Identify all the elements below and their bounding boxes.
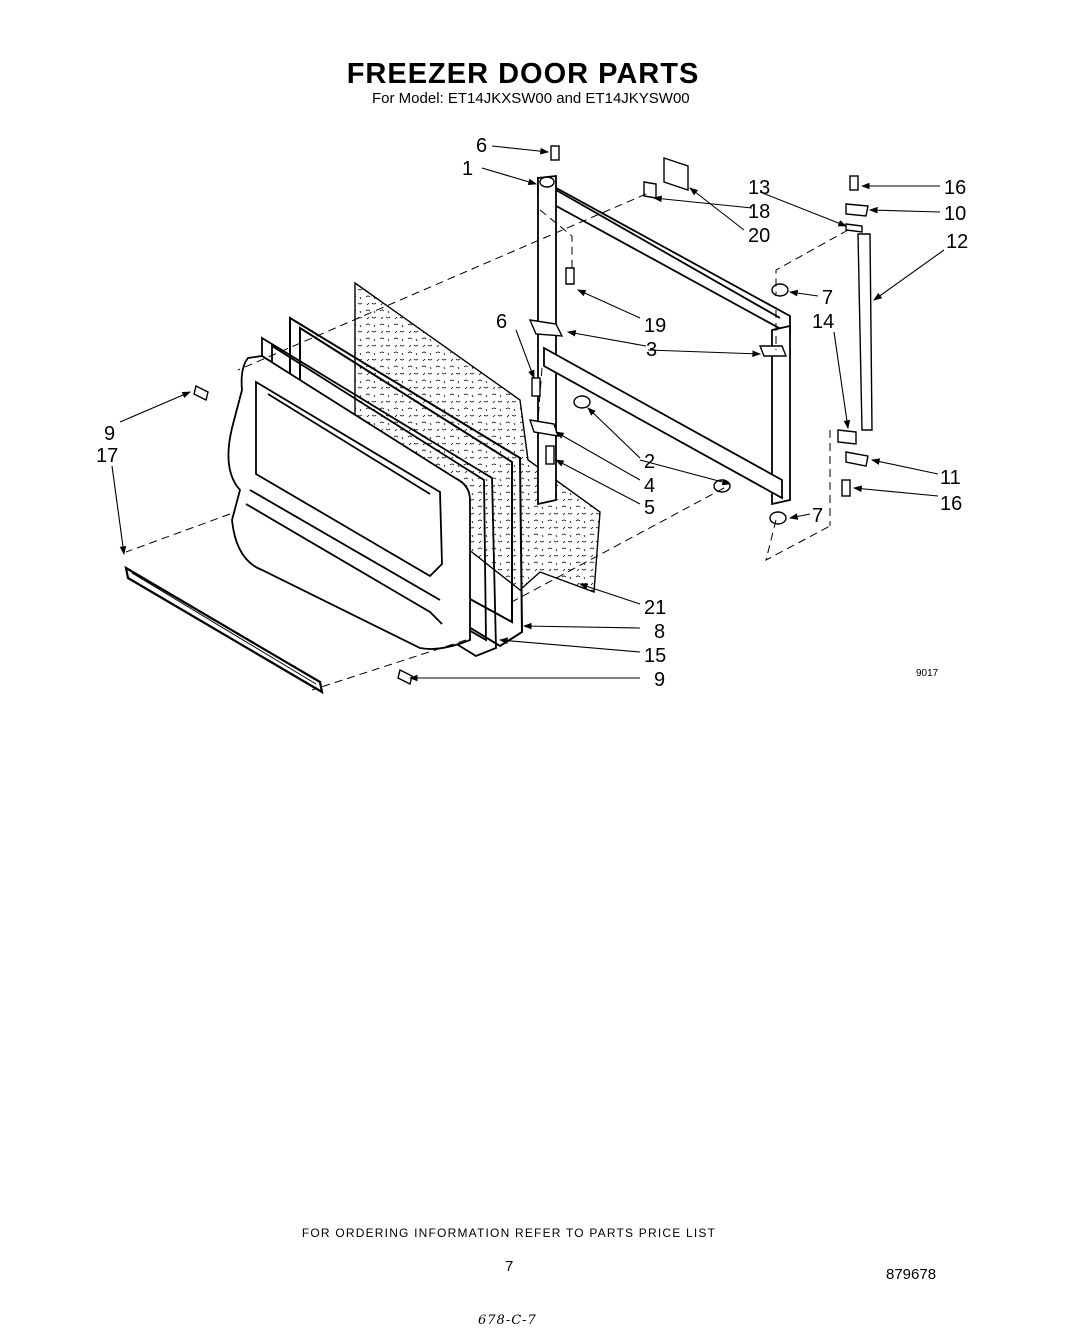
page-title: FREEZER DOOR PARTS: [346, 58, 700, 90]
callout-9-bottom: 9: [654, 669, 665, 691]
document-number: 879678: [886, 1266, 937, 1283]
callout-2: 2: [644, 451, 655, 473]
callout-6-top: 6: [476, 135, 487, 157]
handwritten-note: 678-C-7: [478, 1313, 537, 1328]
callout-13: 13: [748, 177, 770, 199]
exploded-parts-diagram: 6 1 13 18 20 16 10 12 7 14 19 3 6 9 17 2…: [96, 135, 968, 695]
callout-21: 21: [644, 597, 666, 619]
callout-1: 1: [462, 158, 473, 180]
callout-10: 10: [944, 203, 966, 225]
callout-7-top: 7: [822, 287, 833, 309]
callout-12: 12: [946, 231, 968, 253]
callout-14: 14: [812, 311, 834, 333]
model-subtitle: For Model: ET14JKXSW00 and ET14JKYSW00: [372, 90, 690, 107]
callout-4: 4: [644, 475, 655, 497]
alignment-lines: [125, 193, 849, 691]
callout-20: 20: [748, 225, 770, 247]
callout-19: 19: [644, 315, 666, 337]
leader-arrows: [111, 145, 945, 682]
ordering-note: FOR ORDERING INFORMATION REFER TO PARTS …: [301, 1226, 717, 1240]
door-liner: [227, 355, 471, 650]
callout-15: 15: [644, 645, 666, 667]
callout-6-mid: 6: [496, 311, 507, 333]
hardware-parts: [193, 145, 873, 686]
page-number: 7: [505, 1258, 514, 1275]
callout-17: 17: [96, 445, 118, 467]
callout-5: 5: [644, 497, 655, 519]
drawing-number: 9017: [916, 668, 939, 679]
callout-11: 11: [940, 467, 961, 489]
callout-9-left: 9: [104, 423, 115, 445]
callout-8: 8: [654, 621, 665, 643]
callout-18: 18: [748, 201, 770, 223]
callout-labels: 6 1 13 18 20 16 10 12 7 14 19 3 6 9 17 2…: [96, 135, 968, 691]
callout-16-bottom: 16: [940, 493, 962, 515]
callout-7-bottom: 7: [812, 505, 823, 527]
callout-16-top: 16: [944, 177, 966, 199]
door-shelf-rail: [124, 565, 324, 695]
callout-3: 3: [646, 339, 657, 361]
